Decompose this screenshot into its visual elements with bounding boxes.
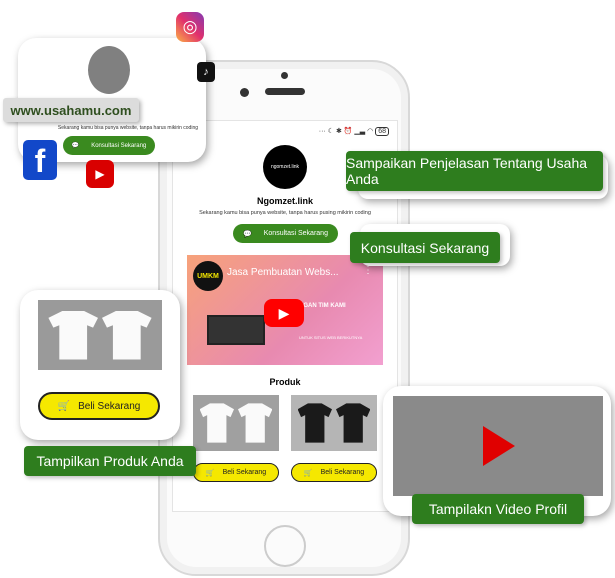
youtube-icon: ▶ [86,160,114,188]
phone-screen: ··· ☾ ✱ ⏰ ▁▃ ◠ 68 ngomzet.link Ngomzet.l… [172,120,398,512]
consult-button-label: Konsultasi Sekarang [263,230,328,237]
phone-speaker [265,88,305,95]
battery-level: 68 [375,127,389,136]
product-image[interactable] [291,395,377,451]
play-icon[interactable] [483,426,515,466]
chat-icon: 💬 [71,143,80,149]
cart-icon: 🛒 [205,469,215,477]
youtube-play-icon[interactable]: ▶ [264,299,304,327]
chat-icon: 💬 [243,230,252,238]
instagram-icon: ◎ [176,12,204,42]
label-explain: Sampaikan Penjelasan Tentang Usaha Anda [346,151,603,191]
product-image [38,300,162,370]
buy-button[interactable]: 🛒 Beli Sekarang [38,392,160,420]
cart-icon: 🛒 [303,469,313,477]
cart-icon: 🛒 [57,400,71,412]
facebook-icon: f [23,140,57,180]
label-video: Tampilakn Video Profil [412,494,584,524]
avatar-placeholder [88,46,130,94]
buy-button-label: Beli Sekarang [78,400,141,412]
product-image[interactable] [193,395,279,451]
phone-camera [240,88,249,97]
more-icon[interactable]: ⋮ [363,265,373,276]
channel-badge: UMKM [193,261,223,291]
logo-text: ngomzet.link [270,164,300,170]
home-button[interactable] [264,525,306,567]
buy-button-label: Beli Sekarang [320,469,365,476]
label-products: Tampilkan Produk Anda [24,446,196,476]
laptop-illustration [207,315,265,345]
consult-button[interactable]: 💬 Konsultasi Sekarang [63,136,155,155]
phone-sensor [281,72,288,79]
video-overlay-text: NGAN TIM KAMI [299,303,346,309]
buy-button[interactable]: 🛒 Beli Sekarang [291,463,377,482]
video-embed[interactable]: UMKM Jasa Pembuatan Webs... ⋮ NGAN TIM K… [187,255,383,365]
domain-label: www.usahamu.com [3,98,139,122]
profile-logo: ngomzet.link [263,145,307,189]
video-placeholder[interactable] [393,396,603,496]
consult-button[interactable]: 💬 Konsultasi Sekarang [233,224,338,243]
buy-button-label: Beli Sekarang [222,469,267,476]
product-preview-card: 🛒 Beli Sekarang [20,290,180,440]
consult-button-label: Konsultasi Sekarang [91,142,147,149]
tiktok-icon: ♪ [197,62,215,82]
status-bar: ··· ☾ ✱ ⏰ ▁▃ ◠ 68 [319,127,389,136]
profile-name: Ngomzet.link [256,196,313,206]
card-tagline: Sekarang kamu bisa punya website, tanpa … [57,125,198,131]
label-consult: Konsultasi Sekarang [350,232,500,263]
profile-tagline: Sekarang kamu bisa punya website, tanpa … [199,210,371,216]
buy-button[interactable]: 🛒 Beli Sekarang [193,463,279,482]
products-heading: Produk [269,377,301,387]
video-overlay-text: UNTUK SITUS WEB BERIKUTNYA [299,335,363,340]
video-title: Jasa Pembuatan Webs... [227,267,339,278]
